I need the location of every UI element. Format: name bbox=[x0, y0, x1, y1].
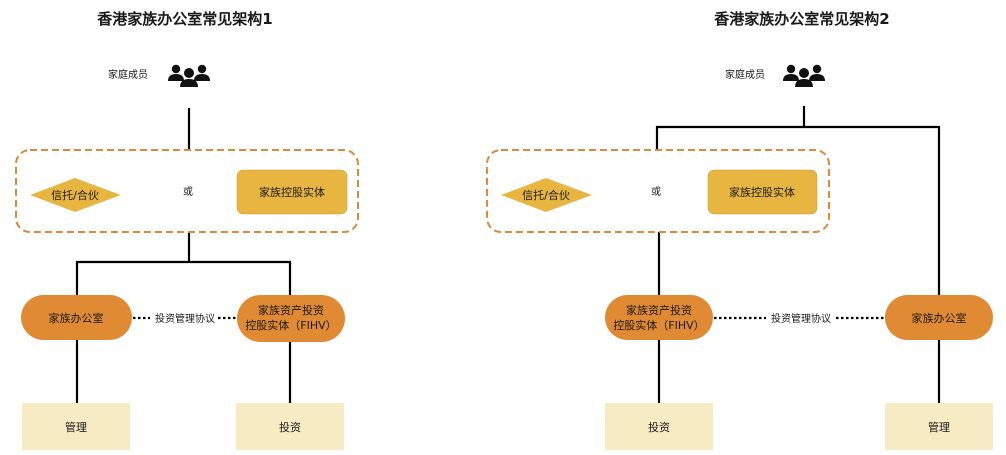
fihv-label-line2: 控股实体（FIHV） bbox=[245, 318, 336, 332]
or-label: 或 bbox=[651, 186, 661, 198]
diagram-1: 香港家族办公室常见架构1 家庭成员 信托/合伙 或 家族控股实体 家族办公室 投… bbox=[15, 10, 359, 450]
trust-label: 信托/合伙 bbox=[51, 188, 99, 202]
family-office-node bbox=[21, 295, 132, 340]
holding-entity-box bbox=[236, 169, 348, 215]
fihv-node bbox=[237, 295, 345, 342]
management-label: 管理 bbox=[928, 420, 950, 434]
family-office-node bbox=[885, 295, 993, 340]
investment-label: 投资 bbox=[648, 420, 670, 434]
trust-diamond bbox=[501, 178, 592, 212]
diagram-1-title: 香港家族办公室常见架构1 bbox=[97, 10, 272, 28]
agreement-label: 投资管理协议 bbox=[155, 312, 215, 325]
holding-entity-box bbox=[707, 169, 818, 215]
fihv-label-line2: 控股实体（FIHV） bbox=[613, 318, 704, 332]
family-members-label: 家庭成员 bbox=[725, 68, 765, 81]
people-group-icon bbox=[168, 64, 210, 87]
family-office-label: 家族办公室 bbox=[49, 311, 104, 325]
trust-diamond bbox=[30, 178, 121, 212]
investment-box bbox=[236, 403, 344, 450]
people-group-icon bbox=[783, 64, 825, 87]
fihv-label-line1: 家族资产投资 bbox=[626, 303, 692, 317]
diagram-2-title: 香港家族办公室常见架构2 bbox=[714, 10, 889, 28]
management-label: 管理 bbox=[65, 420, 87, 434]
family-members-label: 家庭成员 bbox=[108, 68, 148, 81]
fihv-label-line1: 家族资产投资 bbox=[258, 303, 324, 317]
or-label: 或 bbox=[183, 186, 193, 198]
management-box bbox=[885, 403, 993, 450]
holding-option-group bbox=[15, 149, 359, 233]
investment-label: 投资 bbox=[279, 420, 301, 434]
agreement-label: 投资管理协议 bbox=[771, 312, 831, 325]
trust-label: 信托/合伙 bbox=[522, 188, 570, 202]
diagram-2: 香港家族办公室常见架构2 家庭成员 信托/合伙 或 家族控股实体 家族资产投资 … bbox=[486, 10, 993, 450]
management-box bbox=[22, 403, 130, 450]
investment-box bbox=[605, 403, 713, 450]
family-office-label: 家族办公室 bbox=[912, 311, 967, 325]
holding-option-group bbox=[486, 149, 830, 233]
holding-entity-label: 家族控股实体 bbox=[259, 185, 325, 199]
holding-entity-label: 家族控股实体 bbox=[729, 185, 795, 199]
fihv-node bbox=[605, 295, 713, 340]
